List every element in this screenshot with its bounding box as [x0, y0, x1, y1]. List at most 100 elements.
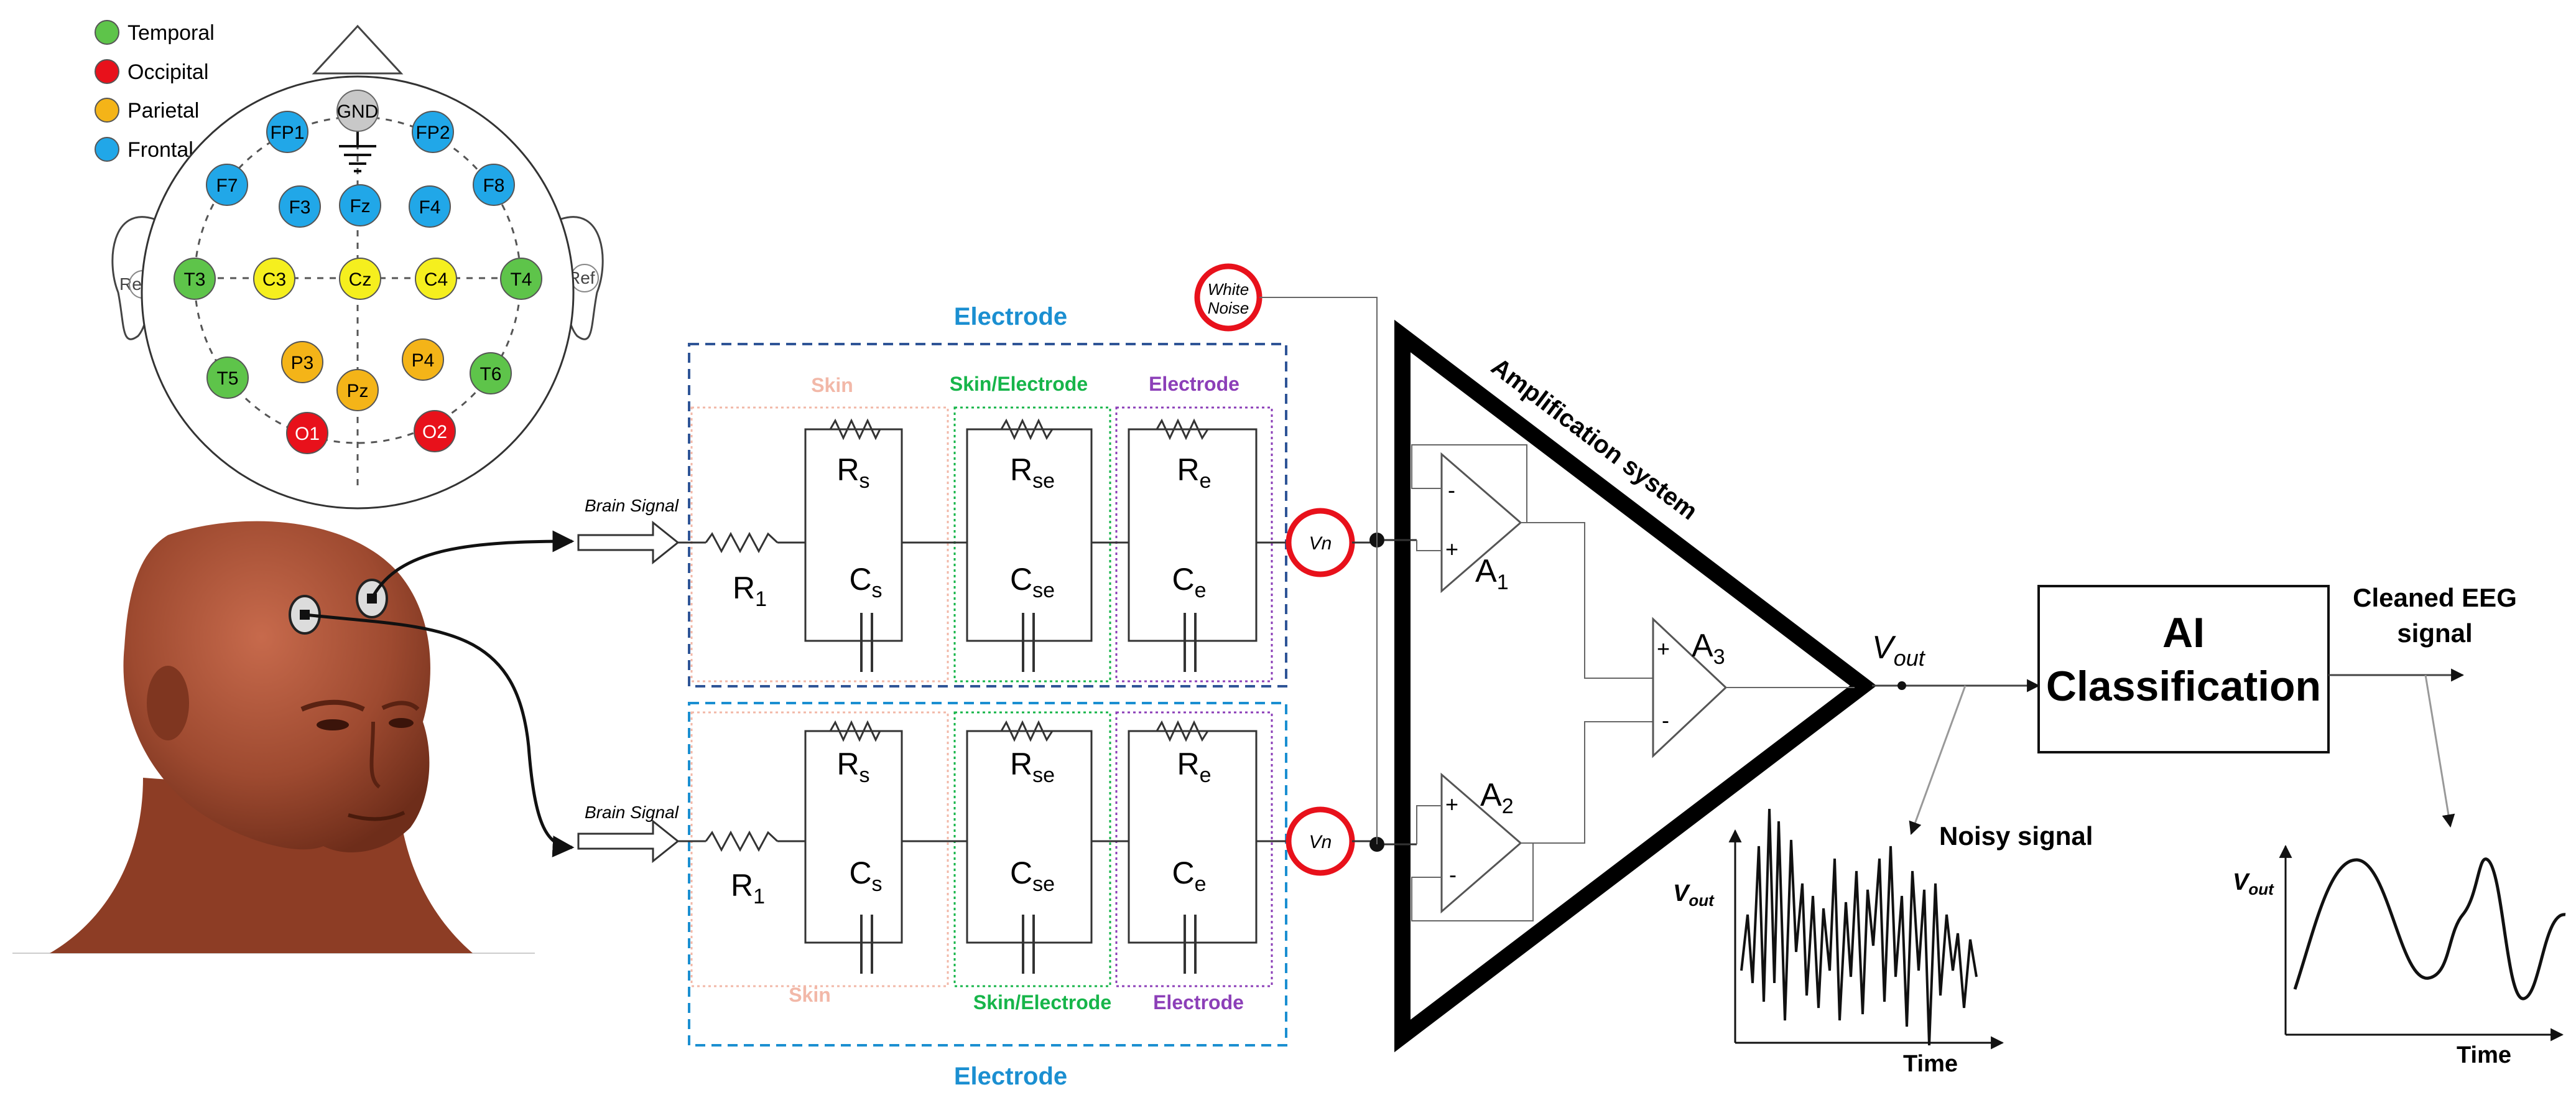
opamp-a2	[1440, 772, 1522, 914]
electrode-title-top: Electrode	[954, 303, 1067, 330]
brain-signal-arrow-bottom	[577, 819, 680, 864]
electrode-gnd: GND	[336, 90, 379, 132]
legend-swatch-occipital	[95, 59, 119, 84]
brain-signal-arrow-top	[577, 520, 680, 565]
electrode-label: FP1	[270, 123, 304, 143]
ce-label-bottom: Ce	[1172, 856, 1206, 896]
rse-label-bottom: Rse	[1010, 747, 1055, 787]
cleaned-time-label: Time	[2457, 1042, 2511, 1068]
skin-label-bottom: Skin	[789, 984, 831, 1006]
skin-region-bottom	[690, 711, 949, 987]
electrode-label: Pz	[346, 381, 368, 401]
cse-label-top: Cse	[1010, 562, 1055, 602]
ai-label-line2: Classification	[2046, 663, 2321, 710]
electrode-f8: F8	[473, 164, 515, 206]
electrode-o2: O2	[414, 410, 456, 452]
noisy-signal-label: Noisy signal	[1939, 821, 2093, 851]
electrode-fp1: FP1	[266, 111, 308, 153]
vn-label-bottom: Vn	[1309, 832, 1332, 852]
nose	[369, 721, 381, 789]
a3-label: A3	[1692, 628, 1725, 669]
electrode-channel-top: Electrode Skin Skin/Electrode Electrode …	[577, 303, 1384, 688]
a3-plus: +	[1657, 636, 1670, 661]
electrode-box-bottom	[688, 702, 1287, 1047]
electrode-c4: C4	[415, 258, 457, 300]
cleaned-waveform	[2293, 857, 2566, 1000]
electrode-f7: F7	[206, 164, 248, 206]
skin-electrode-region-bottom	[953, 711, 1111, 987]
electrode-label-top: Electrode	[1149, 373, 1239, 395]
head-shape	[123, 521, 430, 852]
lead-wire-bottom	[304, 613, 575, 857]
legend-item-frontal: Frontal	[95, 137, 193, 162]
white-noise-line2: Noise	[1208, 299, 1249, 317]
electrode-region-bottom	[1115, 711, 1273, 987]
electrode-label: T6	[480, 364, 501, 385]
electrode-label: F8	[483, 175, 504, 196]
eye-left	[317, 719, 349, 730]
brain-signal-label-top: Brain Signal	[585, 496, 679, 515]
scalp-map: Ref Ref GND FP1 FP2 F7	[111, 24, 604, 510]
electrode-pz: Pz	[336, 369, 379, 411]
cleaned-signal-plot: Vout Time	[2233, 844, 2566, 1068]
cs-label-top: Cs	[849, 562, 882, 602]
eye-right	[389, 718, 414, 728]
electrode-c3: C3	[253, 258, 295, 300]
brow-right	[381, 701, 420, 711]
electrode-label: C3	[262, 269, 286, 290]
cleaned-label-line1: Cleaned EEG	[2353, 583, 2517, 612]
r1-resistor-top	[705, 531, 779, 554]
legend-swatch-parietal	[95, 98, 119, 123]
r1-label-bottom: R1	[731, 868, 765, 908]
ai-label-line1: AI	[2162, 609, 2205, 656]
electrode-label: F7	[216, 175, 238, 196]
electrode-f4: F4	[409, 185, 451, 228]
cleaned-pointer	[2424, 674, 2455, 828]
a1-plus: +	[1445, 536, 1458, 562]
ground-symbol	[339, 128, 376, 172]
re-label-bottom: Re	[1177, 747, 1211, 787]
electrode-label: O1	[295, 424, 320, 444]
electrode-t4: T4	[500, 258, 542, 300]
electrode-region-top	[1115, 406, 1273, 683]
electrode-label: GND	[337, 101, 379, 122]
amplifier-triangle	[1394, 319, 1877, 1053]
vn-label-top: Vn	[1309, 533, 1332, 554]
electrode-p4: P4	[402, 338, 444, 381]
cse-label-bottom: Cse	[1010, 856, 1055, 896]
electrode-title-bottom: Electrode	[954, 1063, 1067, 1090]
opamp-a1	[1440, 452, 1522, 594]
cs-label-bottom: Cs	[849, 856, 882, 896]
electrode-label: T4	[510, 269, 532, 290]
cleaned-vout-axis-label: Vout	[2233, 869, 2274, 898]
electrode-fz: Fz	[339, 184, 381, 226]
a1-label: A1	[1475, 553, 1509, 594]
skin-electrode-label-top: Skin/Electrode	[950, 373, 1088, 395]
legend-label: Parietal	[127, 99, 199, 123]
a2-plus: +	[1445, 791, 1458, 817]
rse-resistor-top	[1000, 418, 1054, 441]
re-resistor-top	[1156, 418, 1209, 441]
white-noise-line1: White	[1208, 280, 1249, 299]
electrode-label: O2	[422, 422, 447, 442]
re-label-top: Re	[1177, 452, 1211, 493]
legend: Temporal Occipital Parietal Frontal	[95, 20, 215, 162]
legend-label: Occipital	[127, 60, 208, 84]
skin-label-top: Skin	[811, 374, 853, 396]
brow	[300, 699, 365, 712]
electrode-label: C4	[424, 269, 448, 290]
legend-swatch-temporal	[95, 20, 119, 45]
electrode-t3: T3	[174, 258, 216, 300]
rs-label-top: Rs	[836, 452, 869, 493]
legend-item-temporal: Temporal	[95, 20, 215, 45]
electrode-label: T5	[216, 368, 238, 389]
electrode-label: Cz	[349, 269, 372, 290]
r1-label-top: R1	[733, 571, 767, 611]
electrode-t5: T5	[206, 357, 249, 399]
noisy-time-label: Time	[1903, 1051, 1958, 1077]
noisy-signal-plot: Vout Time	[1673, 808, 2004, 1077]
skin-electrode-region-top	[953, 406, 1111, 683]
noisy-vout-axis-label: Vout	[1673, 880, 1715, 910]
output-stage: Vout Noisy signal Vout Time AI Classific…	[1673, 583, 2566, 1077]
electrode-label: Fz	[350, 196, 370, 217]
